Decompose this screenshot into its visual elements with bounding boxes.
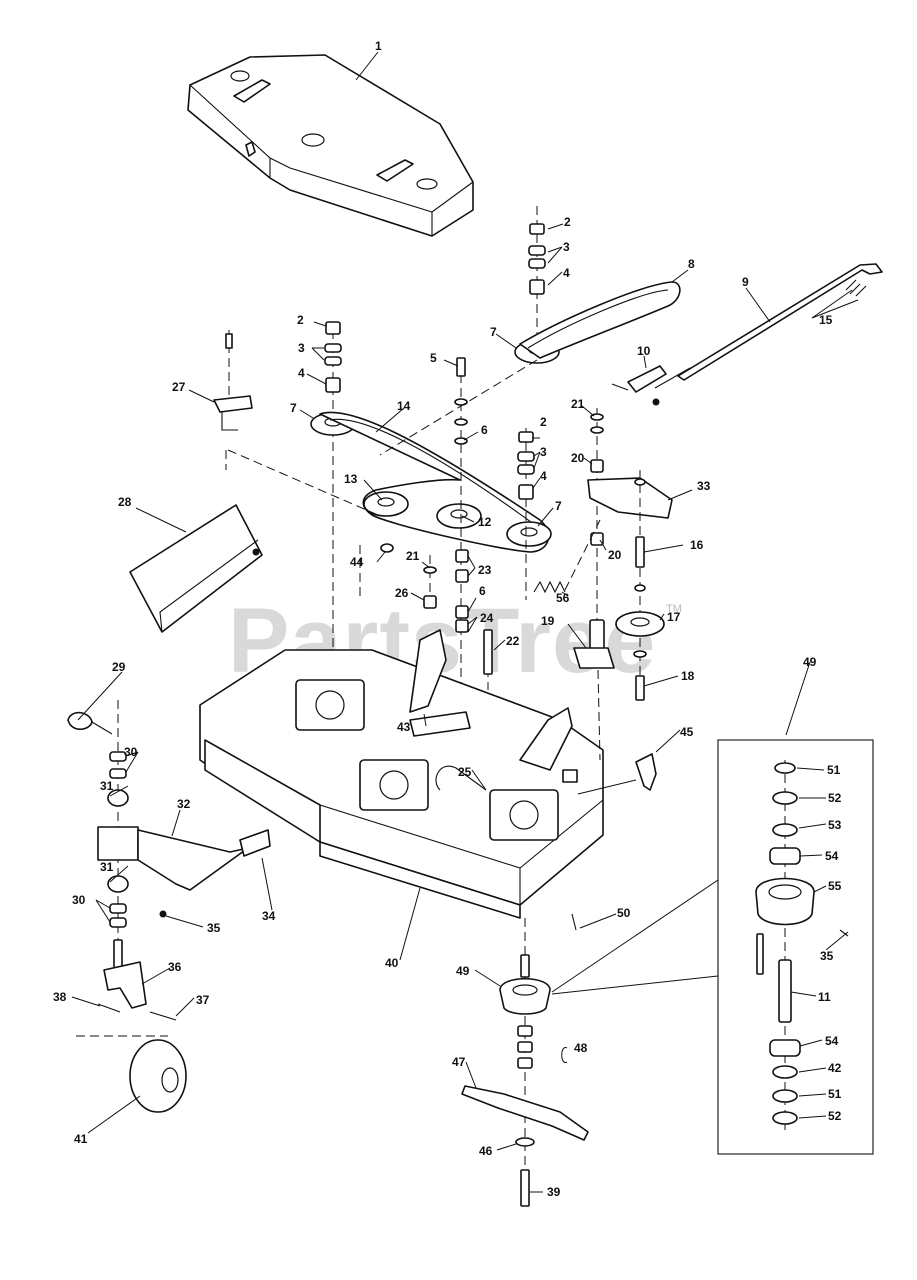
callout-7: 7 — [555, 499, 562, 513]
callout-30: 30 — [72, 893, 86, 907]
callout-8: 8 — [688, 257, 695, 271]
callout-4: 4 — [540, 469, 547, 483]
callout-56: 56 — [556, 591, 570, 605]
callout-2: 2 — [540, 415, 547, 429]
belt-shield — [129, 504, 263, 633]
callout-52: 52 — [828, 1109, 842, 1123]
callout-25: 25 — [458, 765, 472, 779]
callout-29: 29 — [112, 660, 126, 674]
callout-20: 20 — [571, 451, 585, 465]
callout-7: 7 — [290, 401, 297, 415]
callout-22: 22 — [506, 634, 520, 648]
callout-39: 39 — [547, 1185, 561, 1199]
callout-43: 43 — [397, 720, 411, 734]
callout-15: 15 — [819, 313, 833, 327]
callout-51: 51 — [827, 763, 841, 777]
callout-6: 6 — [479, 584, 486, 598]
callout-3: 3 — [298, 341, 305, 355]
callout-3: 3 — [563, 240, 570, 254]
callout-12: 12 — [478, 515, 492, 529]
control-rod — [654, 263, 883, 389]
callout-2: 2 — [564, 215, 571, 229]
callout-45: 45 — [680, 725, 694, 739]
callout-35: 35 — [207, 921, 221, 935]
callout-18: 18 — [681, 669, 695, 683]
callout-51: 51 — [828, 1087, 842, 1101]
mower-deck — [199, 629, 604, 919]
callout-48: 48 — [574, 1041, 588, 1055]
center-hardware-stack — [454, 357, 535, 690]
callout-42: 42 — [828, 1061, 842, 1075]
leader-lines — [71, 51, 859, 1193]
callout-21: 21 — [571, 397, 585, 411]
callout-1: 1 — [375, 39, 382, 53]
callout-5: 5 — [430, 351, 437, 365]
callout-19: 19 — [541, 614, 555, 628]
callout-4: 4 — [563, 266, 570, 280]
callout-50: 50 — [617, 906, 631, 920]
callout-13: 13 — [344, 472, 358, 486]
callout-9: 9 — [742, 275, 749, 289]
callout-2: 2 — [297, 313, 304, 327]
callout-14: 14 — [397, 399, 411, 413]
deck-belt — [319, 411, 552, 553]
callout-27: 27 — [172, 380, 186, 394]
callout-6: 6 — [481, 423, 488, 437]
callout-44: 44 — [350, 555, 364, 569]
blade-spindle-assembly — [461, 913, 589, 1207]
idler-bracket-assembly — [573, 408, 673, 701]
callout-17: 17 — [667, 610, 681, 624]
right-pulley-stack — [514, 206, 681, 364]
callout-3: 3 — [540, 445, 547, 459]
callout-55: 55 — [828, 879, 842, 893]
deck-hanger-bracket — [577, 753, 657, 795]
callout-52: 52 — [828, 791, 842, 805]
spindle-detail-inset — [551, 739, 874, 1155]
callout-4: 4 — [298, 366, 305, 380]
callout-33: 33 — [697, 479, 711, 493]
callout-30: 30 — [124, 745, 138, 759]
callout-labels: 1 2 3 4 8 9 15 7 10 2 3 4 7 14 5 6 2 3 4… — [53, 39, 842, 1199]
callout-49: 49 — [803, 655, 817, 669]
callout-10: 10 — [637, 344, 651, 358]
caster-assembly — [67, 700, 271, 1113]
belt-guard-bracket — [213, 330, 253, 431]
callout-46: 46 — [479, 1144, 493, 1158]
callout-31: 31 — [100, 779, 114, 793]
callout-32: 32 — [177, 797, 191, 811]
callout-11: 11 — [818, 990, 831, 1004]
callout-53: 53 — [828, 818, 842, 832]
callout-37: 37 — [196, 993, 210, 1007]
callout-31: 31 — [100, 860, 114, 874]
tension-spring — [533, 519, 601, 594]
callout-49: 49 — [456, 964, 470, 978]
callout-16: 16 — [690, 538, 704, 552]
callout-20: 20 — [608, 548, 622, 562]
callout-47: 47 — [452, 1055, 466, 1069]
callout-28: 28 — [118, 495, 132, 509]
callout-21: 21 — [406, 549, 420, 563]
callout-26: 26 — [395, 586, 409, 600]
callout-41: 41 — [74, 1132, 88, 1146]
watermark-trademark: TM — [666, 603, 682, 615]
callout-34: 34 — [262, 909, 276, 923]
callout-23: 23 — [478, 563, 492, 577]
rod-clip — [611, 365, 667, 406]
callout-38: 38 — [53, 990, 67, 1004]
callout-7: 7 — [490, 325, 497, 339]
deck-cover — [187, 54, 474, 237]
callout-36: 36 — [168, 960, 182, 974]
callout-40: 40 — [385, 956, 399, 970]
callout-54: 54 — [825, 1034, 839, 1048]
callout-24: 24 — [480, 611, 494, 625]
callout-35: 35 — [820, 949, 834, 963]
callout-54: 54 — [825, 849, 839, 863]
